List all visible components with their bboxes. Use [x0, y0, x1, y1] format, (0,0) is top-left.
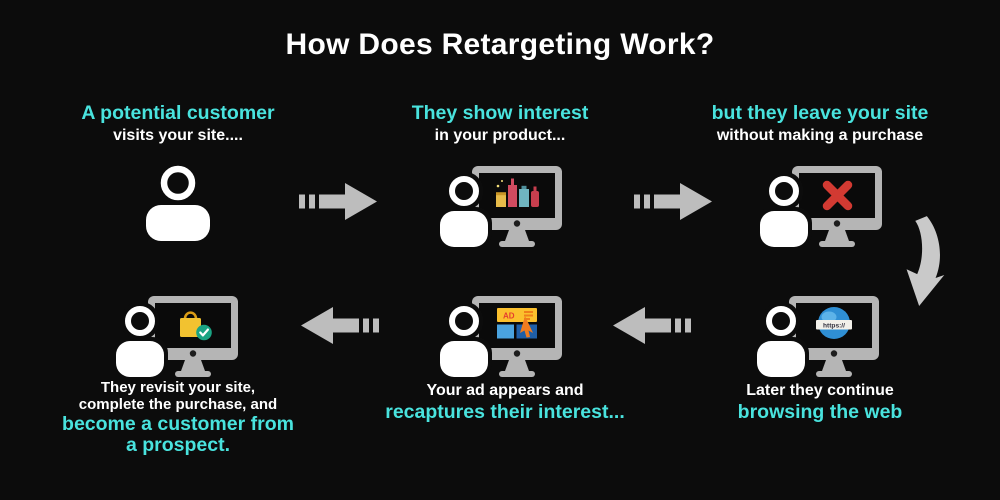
ad-banner-icon: AD — [497, 308, 537, 339]
step3-subtext: without making a purchase — [716, 127, 924, 144]
svg-text:AD: AD — [503, 312, 515, 321]
step4-line2: browsing the web — [737, 401, 903, 423]
step5-line2: recaptures their interest... — [385, 401, 625, 423]
arrow-left-icon — [301, 307, 379, 344]
arrow-right-icon — [299, 183, 377, 220]
step5-line1: Your ad appears and — [426, 382, 584, 399]
page-title: How Does Retargeting Work? — [285, 28, 715, 61]
curved-arrow-down-icon — [906, 216, 945, 306]
step6-line4: a prospect. — [125, 434, 231, 456]
step1-subtext: visits your site.... — [113, 127, 243, 144]
person-computer-browsing-icon: https:// — [757, 296, 879, 377]
step2-heading: They show interest — [411, 102, 589, 124]
arrow-right-icon — [634, 183, 712, 220]
person-computer-products-icon — [440, 166, 562, 247]
products-icon — [496, 178, 539, 207]
person-computer-purchase-icon — [116, 296, 238, 377]
shopping-bag-icon — [180, 311, 212, 341]
red-x-icon — [822, 180, 853, 211]
person-computer-error-icon — [760, 166, 882, 247]
step6-line1: They revisit your site, — [100, 379, 256, 396]
person-icon — [146, 165, 210, 241]
step1-heading: A potential customer — [81, 102, 275, 124]
step6-line3: become a customer from — [62, 413, 294, 435]
cursor-icon — [520, 316, 533, 338]
step2-subtext: in your product... — [434, 127, 566, 144]
person-computer-ad-icon: AD — [440, 296, 562, 377]
arrow-left-icon — [613, 307, 691, 344]
step6-line2: complete the purchase, and — [78, 396, 278, 413]
step4-line1: Later they continue — [746, 382, 894, 399]
svg-text:https://: https:// — [823, 322, 845, 329]
globe-https-icon: https:// — [816, 307, 852, 339]
step3-heading: but they leave your site — [711, 102, 929, 124]
